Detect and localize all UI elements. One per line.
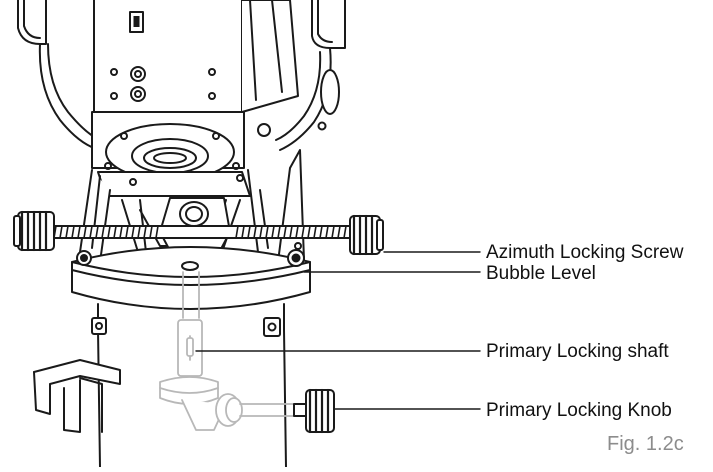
primary-locking-knob xyxy=(293,388,335,434)
side-bracket xyxy=(33,359,121,433)
bearing-block xyxy=(91,111,245,181)
bubble-level-label: Bubble Level xyxy=(486,263,596,284)
primary-locking-shaft xyxy=(159,271,301,431)
upper-housing xyxy=(93,0,299,137)
left-azimuth-knob xyxy=(13,210,55,252)
figure-label: Fig. 1.2c xyxy=(607,433,684,455)
azimuth-locking-screw-label: Azimuth Locking Screw xyxy=(486,242,684,263)
primary-locking-shaft-label: Primary Locking shaft xyxy=(486,341,669,362)
primary-locking-knob-label: Primary Locking Knob xyxy=(486,400,672,421)
tripod-head xyxy=(91,303,287,468)
mid-plate xyxy=(97,171,251,197)
azimuth-base-plate xyxy=(71,242,311,310)
threaded-rod xyxy=(51,225,353,239)
callout-leaders xyxy=(195,251,481,410)
azimuth-locking-screw-knob xyxy=(349,214,384,256)
right-fork-arm xyxy=(275,0,346,151)
left-fork-arm xyxy=(17,0,101,151)
